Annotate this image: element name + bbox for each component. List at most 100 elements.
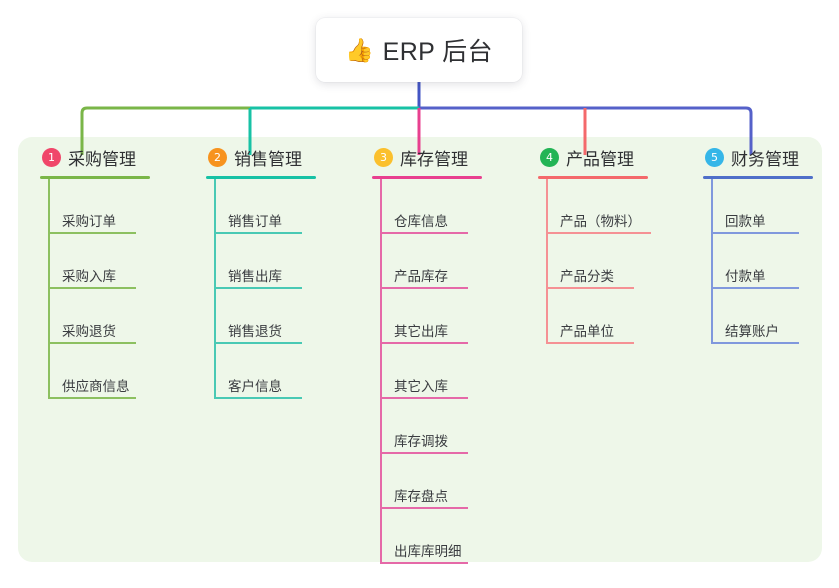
leaf-underline: [380, 397, 468, 399]
leaf-spine-2: [214, 179, 216, 399]
leaf-underline: [380, 452, 468, 454]
branch-title-4: 产品管理: [566, 149, 634, 169]
branch-badge-3: 3: [374, 147, 393, 167]
leaf-underline: [48, 342, 136, 344]
branch-badge-4: 4: [540, 147, 559, 167]
branch-title-5: 财务管理: [731, 149, 799, 169]
leaf-label: 销售退货: [228, 324, 282, 339]
leaf-underline: [380, 287, 468, 289]
leaf-item[interactable]: 产品（物料）: [538, 179, 703, 234]
leaf-list-3: 仓库信息 产品库存 其它出库 其它入库 库存调拨 库存盘点: [372, 179, 532, 564]
branch-badge-5: 5: [705, 147, 724, 167]
leaf-underline: [546, 232, 651, 234]
leaf-underline: [214, 287, 302, 289]
branch-header-3[interactable]: 3 库存管理: [372, 143, 532, 171]
leaf-label: 出库库明细: [394, 544, 462, 559]
leaf-item[interactable]: 回款单: [703, 179, 833, 234]
leaf-label: 产品（物料）: [560, 214, 641, 229]
leaf-label: 库存盘点: [394, 489, 448, 504]
branch-title-2: 销售管理: [234, 149, 302, 169]
leaf-spine-5: [711, 179, 713, 344]
leaf-item[interactable]: 采购退货: [40, 289, 190, 344]
leaf-label: 库存调拨: [394, 434, 448, 449]
leaf-label: 采购入库: [62, 269, 116, 284]
branch-column-2: 2 销售管理 销售订单 销售出库 销售退货 客户信息: [206, 143, 356, 399]
leaf-item[interactable]: 结算账户: [703, 289, 833, 344]
leaf-label: 供应商信息: [62, 379, 130, 394]
leaf-underline: [380, 232, 468, 234]
branch-column-3: 3 库存管理 仓库信息 产品库存 其它出库 其它入库 库存调拨: [372, 143, 532, 564]
branch-header-4[interactable]: 4 产品管理: [538, 143, 703, 171]
leaf-spine-3: [380, 179, 382, 564]
content-panel: [18, 137, 822, 562]
leaf-underline: [48, 232, 136, 234]
branch-title-1: 采购管理: [68, 149, 136, 169]
root-node[interactable]: 👍 ERP 后台: [316, 18, 522, 82]
branch-column-5: 5 财务管理 回款单 付款单 结算账户: [703, 143, 833, 344]
branch-column-1: 1 采购管理 采购订单 采购入库 采购退货 供应商信息: [40, 143, 190, 399]
leaf-item[interactable]: 其它入库: [372, 344, 532, 399]
branch-title-3: 库存管理: [400, 149, 468, 169]
leaf-item[interactable]: 产品库存: [372, 234, 532, 289]
leaf-item[interactable]: 采购订单: [40, 179, 190, 234]
branch-rule-4: [538, 176, 648, 179]
leaf-item[interactable]: 库存调拨: [372, 399, 532, 454]
leaf-underline: [214, 232, 302, 234]
leaf-list-1: 采购订单 采购入库 采购退货 供应商信息: [40, 179, 190, 399]
leaf-spine-1: [48, 179, 50, 399]
leaf-underline: [546, 342, 634, 344]
leaf-underline: [214, 397, 302, 399]
leaf-label: 客户信息: [228, 379, 282, 394]
thumbs-up-icon: 👍: [345, 36, 374, 63]
leaf-item[interactable]: 销售出库: [206, 234, 356, 289]
leaf-item[interactable]: 出库库明细: [372, 509, 532, 564]
leaf-list-5: 回款单 付款单 结算账户: [703, 179, 833, 344]
leaf-underline: [546, 287, 634, 289]
leaf-item[interactable]: 付款单: [703, 234, 833, 289]
branch-column-4: 4 产品管理 产品（物料） 产品分类 产品单位: [538, 143, 703, 344]
leaf-list-4: 产品（物料） 产品分类 产品单位: [538, 179, 703, 344]
leaf-item[interactable]: 库存盘点: [372, 454, 532, 509]
leaf-item[interactable]: 客户信息: [206, 344, 356, 399]
leaf-label: 采购订单: [62, 214, 116, 229]
leaf-list-2: 销售订单 销售出库 销售退货 客户信息: [206, 179, 356, 399]
leaf-label: 结算账户: [725, 324, 779, 339]
leaf-underline: [48, 397, 136, 399]
branch-badge-2: 2: [208, 147, 227, 167]
leaf-label: 产品库存: [394, 269, 448, 284]
branch-rule-1: [40, 176, 150, 179]
branch-header-5[interactable]: 5 财务管理: [703, 143, 833, 171]
leaf-underline: [711, 232, 799, 234]
branch-badge-1: 1: [42, 147, 61, 167]
leaf-item[interactable]: 供应商信息: [40, 344, 190, 399]
branch-rule-5: [703, 176, 813, 179]
leaf-item[interactable]: 采购入库: [40, 234, 190, 289]
leaf-label: 仓库信息: [394, 214, 448, 229]
leaf-underline: [711, 342, 799, 344]
leaf-underline: [711, 287, 799, 289]
branch-rule-3: [372, 176, 482, 179]
leaf-spine-4: [546, 179, 548, 344]
leaf-item[interactable]: 产品分类: [538, 234, 703, 289]
branch-header-1[interactable]: 1 采购管理: [40, 143, 190, 171]
leaf-underline: [48, 287, 136, 289]
leaf-underline: [214, 342, 302, 344]
leaf-underline: [380, 562, 468, 564]
branch-rule-2: [206, 176, 316, 179]
leaf-label: 销售出库: [228, 269, 282, 284]
branch-header-2[interactable]: 2 销售管理: [206, 143, 356, 171]
leaf-underline: [380, 342, 468, 344]
leaf-label: 回款单: [725, 214, 766, 229]
leaf-item[interactable]: 销售退货: [206, 289, 356, 344]
leaf-label: 销售订单: [228, 214, 282, 229]
leaf-label: 产品单位: [560, 324, 614, 339]
leaf-label: 其它入库: [394, 379, 448, 394]
leaf-label: 付款单: [725, 269, 766, 284]
root-title: ERP 后台: [382, 38, 493, 66]
leaf-item[interactable]: 仓库信息: [372, 179, 532, 234]
leaf-item[interactable]: 其它出库: [372, 289, 532, 344]
leaf-item[interactable]: 销售订单: [206, 179, 356, 234]
leaf-label: 其它出库: [394, 324, 448, 339]
leaf-item[interactable]: 产品单位: [538, 289, 703, 344]
